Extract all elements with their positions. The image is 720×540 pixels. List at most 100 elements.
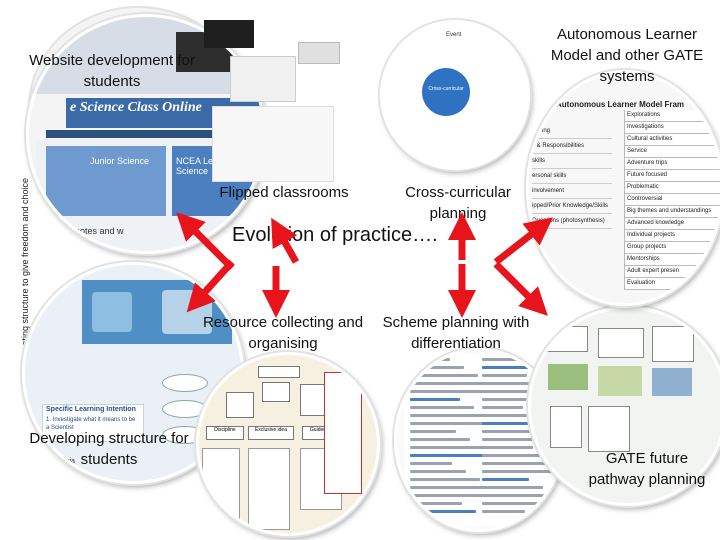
caption-flipped: Flipped classrooms [219, 184, 349, 201]
flipped-screenshot-2 [230, 56, 296, 102]
doc-text-line [482, 438, 564, 441]
gate-box-4 [550, 406, 582, 448]
alm-row: Service [624, 146, 720, 158]
doc-text-line [410, 438, 470, 441]
doc-text-line [410, 374, 478, 377]
alm-row: Big themes and understandings [624, 206, 720, 218]
doc-text-line [482, 470, 564, 473]
alm-row: Individual projects [624, 230, 720, 242]
doc-text-line [410, 398, 460, 401]
doc-text-line [410, 382, 492, 385]
flow-leaf-col-2 [248, 448, 290, 530]
caption-autonomous: Autonomous Learner Model and other GATE … [550, 26, 704, 85]
caption-website: Website development for students [29, 52, 195, 90]
alm-row: Group projects [624, 242, 720, 254]
doc-text-line [482, 390, 555, 393]
doc-text-line [482, 366, 564, 369]
doc-text-line [482, 398, 564, 401]
caption-developing: Developing structure for students [29, 430, 189, 468]
arrow-to-website [176, 212, 235, 271]
doc-text-line [482, 414, 537, 417]
flow-node-c [300, 384, 328, 416]
learning-intention-item: 1. Investigate what it means to be a Sci… [46, 417, 136, 431]
site-banner-text: h, class notes and w [42, 226, 124, 236]
doc-text-line [410, 430, 456, 433]
doc-text-line [410, 358, 450, 361]
doc-text-line [410, 486, 494, 489]
alm-left-item: ipped/Prior Knowledge/Skills [532, 199, 612, 214]
mindmap-center-node [422, 68, 470, 116]
alm-row: Mentorships [624, 254, 720, 266]
caption-resource: Resource collecting and organising [202, 314, 364, 352]
mindmap-node-event: Event [446, 32, 462, 38]
gate-img-2 [598, 366, 642, 396]
doc-text-line [482, 494, 557, 497]
doc-text-line [410, 454, 498, 457]
doc-text-line [482, 406, 523, 409]
caption-gate: GATE future pathway planning [588, 450, 706, 488]
doc-text-line [482, 454, 547, 457]
success-criteria-label: cess Criteria [36, 458, 75, 465]
flow-node-1: Discipline [206, 426, 244, 440]
alm-left-item: involvement [532, 184, 612, 199]
alm-row: Evaluation [624, 278, 720, 290]
gate-box-1 [546, 326, 588, 352]
doc-text-line [482, 502, 564, 505]
gate-img-1 [548, 364, 588, 390]
doc-text-line [410, 502, 462, 505]
doc-text-line [410, 510, 476, 513]
doc-text-line [410, 406, 474, 409]
doc-text-line [482, 422, 551, 425]
site-tab-junior-label: Junior Science [90, 156, 150, 166]
alm-left-item: ersonal skills [532, 169, 612, 184]
alm-left-item: anding [532, 124, 612, 139]
doc-text-line [482, 478, 529, 481]
alm-row: Future focused [624, 170, 720, 182]
gate-box-2 [598, 328, 644, 358]
flow-node-2: Exclusive idea [248, 426, 294, 440]
doc-text-line [482, 462, 561, 465]
alm-row: Advanced knowledge [624, 218, 720, 230]
flow-node-a [226, 392, 254, 418]
doc-text-line [410, 494, 508, 497]
site-tab-junior [46, 146, 166, 216]
flipped-screenshot-4 [212, 106, 334, 182]
flipped-screenshot-1 [204, 20, 254, 48]
arrow-to-flipped [271, 217, 300, 264]
flow-side-list [324, 372, 362, 494]
resource-flowchart-circle: Discipline Exclusive idea Guided tour [196, 352, 380, 536]
alm-row: Adventure trips [624, 158, 720, 170]
caption-scheme: Scheme planning with differentiation [382, 314, 530, 352]
flow-node-b [262, 382, 290, 402]
alm-left-item: skills [532, 154, 612, 169]
alm-left-item: Questions (photosynthesis) [532, 214, 612, 229]
gate-pathway-circle [528, 306, 720, 506]
alm-row: Cultural activities [624, 134, 720, 146]
doc-text-line [410, 446, 484, 449]
alm-row: Investigations [624, 122, 720, 134]
doc-text-line [410, 470, 466, 473]
flow-leaf-col-1 [202, 448, 240, 520]
alm-header: Autonomous Learner Model Fram [556, 100, 685, 109]
site-title: e Science Class Online [70, 100, 202, 115]
gate-img-3 [652, 368, 692, 396]
flipped-screenshot-3 [298, 42, 340, 64]
doc-text-line [482, 486, 543, 489]
alm-row: Controversial [624, 194, 720, 206]
doc-text-line [482, 430, 564, 433]
doc-text-line [410, 366, 464, 369]
alm-row: Explorations [624, 110, 720, 122]
doc-text-line [410, 478, 480, 481]
doc-text-line [482, 510, 525, 513]
doc-text-line [482, 446, 533, 449]
arrow-to-gate [493, 261, 548, 316]
gate-box-3 [652, 326, 694, 362]
alm-left-item: s & Responsibilities [532, 139, 612, 154]
doc-text-line [410, 462, 452, 465]
alm-row: Adult expert presen [624, 266, 720, 278]
doc-text-line [410, 422, 502, 425]
doc-text-line [410, 390, 506, 393]
